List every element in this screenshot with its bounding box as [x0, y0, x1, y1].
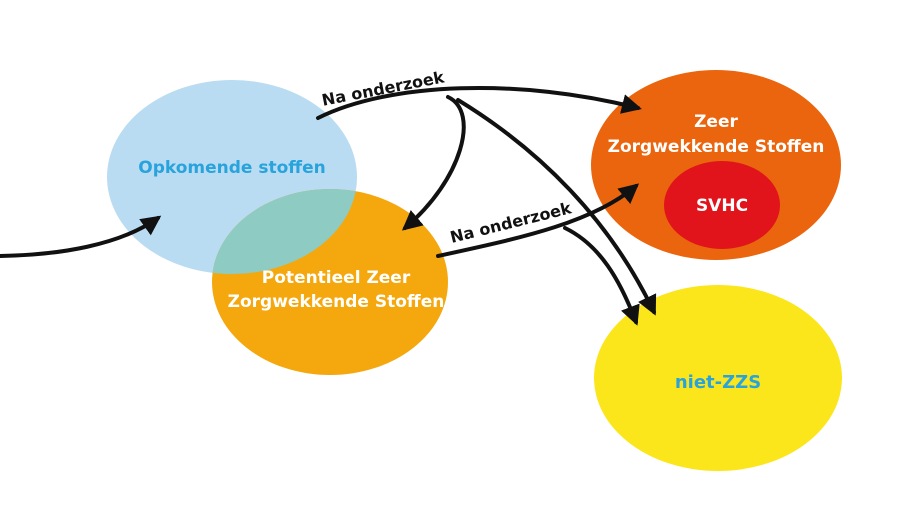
- potential-zzs-label-line1: Potentieel Zeer: [262, 268, 411, 288]
- zzs-label-line1: Zeer: [694, 112, 738, 132]
- arrow-emerging-to-potential: [401, 95, 466, 231]
- arrow-emerging-to-zzs: [316, 86, 642, 120]
- overlap-region: [212, 189, 357, 274]
- svhc-circle: [664, 161, 780, 249]
- emerging-substances-label: Opkomende stoffen: [138, 158, 325, 178]
- svhc-label: SVHC: [696, 196, 748, 216]
- not-zzs-label: niet-ZZS: [675, 372, 761, 393]
- not-zzs-circle: [594, 285, 842, 471]
- arrow-potential-to-zzs: [436, 183, 640, 258]
- arrow-emerging-to-not-zzs: [456, 98, 657, 316]
- zzs-label-line2: Zorgwekkende Stoffen: [608, 137, 825, 157]
- edge-label-top: Na onderzoek: [320, 67, 446, 109]
- arrow-potential-to-not-zzs: [563, 226, 640, 326]
- potential-zzs-label-line2: Zorgwekkende Stoffen: [228, 292, 445, 312]
- entry-arrow: [0, 215, 162, 258]
